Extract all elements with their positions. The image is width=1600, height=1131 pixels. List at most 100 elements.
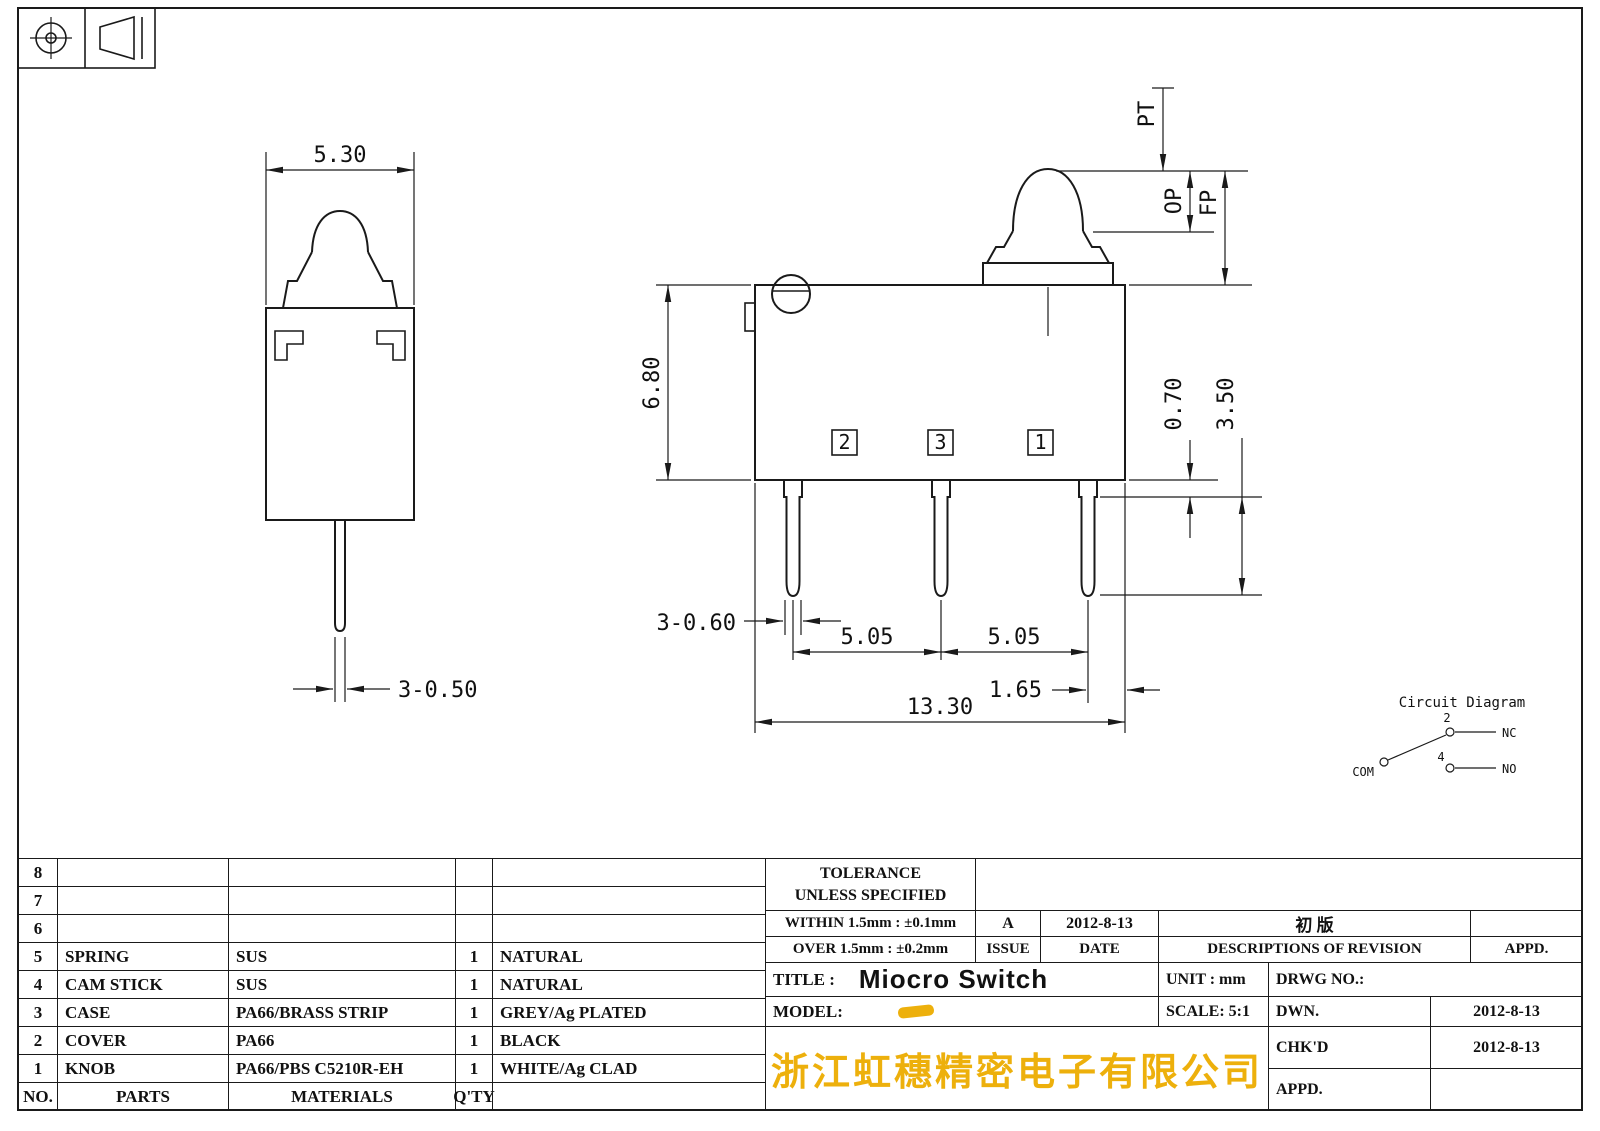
title-label: TITLE : xyxy=(773,969,835,989)
dim-pitch-left-label: 5.05 xyxy=(841,625,894,650)
nc-label: NC xyxy=(1502,726,1516,740)
title-value: Miocro Switch xyxy=(858,964,1049,994)
dim-pin-label: 3-0.50 xyxy=(398,678,477,703)
parts-name-cell xyxy=(57,886,229,915)
switch-lever xyxy=(1387,734,1447,761)
parts-finish-cell: BLACK xyxy=(492,1026,766,1055)
company-name: 浙江虹穗精密电子有限公司 xyxy=(765,1026,1269,1111)
knob-skirt xyxy=(282,251,398,309)
side-pin-1 xyxy=(783,480,803,598)
tolerance-subtitle: UNLESS SPECIFIED xyxy=(794,886,947,904)
tolerance-title: TOLERANCE xyxy=(819,864,922,882)
parts-no-cell: 2 xyxy=(18,1026,58,1055)
parts-qty-cell xyxy=(455,914,493,943)
parts-no-cell: 1 xyxy=(18,1054,58,1083)
issue-date: 2012-8-13 xyxy=(1040,910,1159,937)
parts-name-cell: KNOB xyxy=(57,1054,229,1083)
terminal-box-1 xyxy=(1027,429,1054,456)
dwn-date: 2012-8-13 xyxy=(1430,996,1583,1027)
parts-header-parts: PARTS xyxy=(57,1082,229,1111)
side-view: 2 3 1 xyxy=(744,167,1126,598)
com-node xyxy=(1379,757,1389,767)
projection-cone-icon xyxy=(99,15,143,61)
front-view xyxy=(265,209,415,633)
parts-name-cell: CAM STICK xyxy=(57,970,229,999)
parts-material-cell xyxy=(228,886,456,915)
parts-no-cell: 5 xyxy=(18,942,58,971)
parts-name-cell xyxy=(57,858,229,887)
parts-header-qty: Q'TY xyxy=(453,1082,495,1111)
switch-body-side xyxy=(754,284,1126,481)
dim-fp-label: FP xyxy=(1197,190,1222,217)
appd-label: APPD. xyxy=(1268,1068,1431,1111)
circuit-diagram: Circuit Diagram COM NC NO 2 4 xyxy=(1352,695,1525,779)
parts-finish-cell: GREY/Ag PLATED xyxy=(492,998,766,1027)
no-pin-number: 4 xyxy=(1437,750,1444,764)
latch-window-right xyxy=(376,330,406,361)
dim-end-offset-label: 1.65 xyxy=(989,678,1042,703)
parts-finish-cell xyxy=(492,914,766,943)
chkd-label: CHK'D xyxy=(1268,1026,1431,1069)
parts-finish-cell xyxy=(492,886,766,915)
parts-no-cell: 8 xyxy=(18,858,58,887)
parts-finish-cell: NATURAL xyxy=(492,942,766,971)
issue-label: ISSUE xyxy=(975,936,1041,963)
latch-window-left xyxy=(274,330,304,361)
parts-material-cell: PA66 xyxy=(228,1026,456,1055)
parts-finish-cell xyxy=(492,858,766,887)
parts-no-cell: 7 xyxy=(18,886,58,915)
front-view-dimensions: 5.30 3-0.50 xyxy=(265,143,477,703)
side-pin-2 xyxy=(931,480,951,598)
switch-body-front xyxy=(265,307,415,521)
chkd-date: 2012-8-13 xyxy=(1430,1026,1583,1069)
terminal-number: 2 xyxy=(838,430,850,454)
revision-value: 初 版 xyxy=(1158,910,1471,937)
tolerance-box: TOLERANCE UNLESS SPECIFIED xyxy=(765,858,976,911)
tolerance-within: WITHIN 1.5mm : ±0.1mm xyxy=(765,910,976,937)
nc-pin-number: 2 xyxy=(1443,711,1450,725)
datum-target-icon xyxy=(30,17,72,59)
model-handwritten-mark xyxy=(897,1004,935,1019)
parts-material-cell xyxy=(228,914,456,943)
parts-header-materials: MATERIALS xyxy=(228,1082,456,1111)
front-terminal-pin xyxy=(334,520,346,633)
plunger-dome xyxy=(1012,167,1084,232)
parts-no-cell: 4 xyxy=(18,970,58,999)
dim-pitch-right-label: 5.05 xyxy=(988,625,1041,650)
appd-date-blank xyxy=(1430,1068,1583,1111)
screw-boss xyxy=(771,274,811,314)
parts-finish-cell: NATURAL xyxy=(492,970,766,999)
revision-appd-blank xyxy=(1470,910,1583,937)
dim-step-label: 0.70 xyxy=(1162,378,1187,431)
revision-descriptions-label: DESCRIPTIONS OF REVISION xyxy=(1158,936,1471,963)
dim-width-label: 5.30 xyxy=(314,143,367,168)
nc-node xyxy=(1445,727,1455,737)
parts-qty-cell xyxy=(455,858,493,887)
dim-pin-length-label: 3.50 xyxy=(1214,378,1239,431)
parts-qty-cell: 1 xyxy=(455,998,493,1027)
revision-blank-cell xyxy=(975,858,1583,911)
projection-symbol xyxy=(17,7,156,69)
drwg-no-cell: DRWG NO.: xyxy=(1268,962,1583,997)
date-label: DATE xyxy=(1040,936,1159,963)
parts-material-cell: PA66/PBS C5210R-EH xyxy=(228,1054,456,1083)
title-cell: TITLE : Miocro Switch xyxy=(765,962,1159,997)
no-node xyxy=(1445,763,1455,773)
side-notch xyxy=(744,302,756,332)
com-label: COM xyxy=(1352,765,1374,779)
dim-overall-label: 13.30 xyxy=(907,695,973,720)
scale-cell: SCALE: 5:1 xyxy=(1158,996,1269,1027)
parts-qty-cell xyxy=(455,886,493,915)
parts-material-cell xyxy=(228,858,456,887)
parts-no-cell: 6 xyxy=(18,914,58,943)
dwn-label: DWN. xyxy=(1268,996,1431,1027)
parts-header-finish xyxy=(492,1082,766,1111)
unit-cell: UNIT : mm xyxy=(1158,962,1269,997)
no-label: NO xyxy=(1502,762,1516,776)
parts-name-cell: CASE xyxy=(57,998,229,1027)
parts-name-cell: COVER xyxy=(57,1026,229,1055)
parts-finish-cell: WHITE/Ag CLAD xyxy=(492,1054,766,1083)
circuit-title: Circuit Diagram xyxy=(1399,695,1525,711)
side-view-dimensions: 6.80 PT OP FP 0.70 3.50 3-0.60 5.05 xyxy=(640,87,1262,733)
